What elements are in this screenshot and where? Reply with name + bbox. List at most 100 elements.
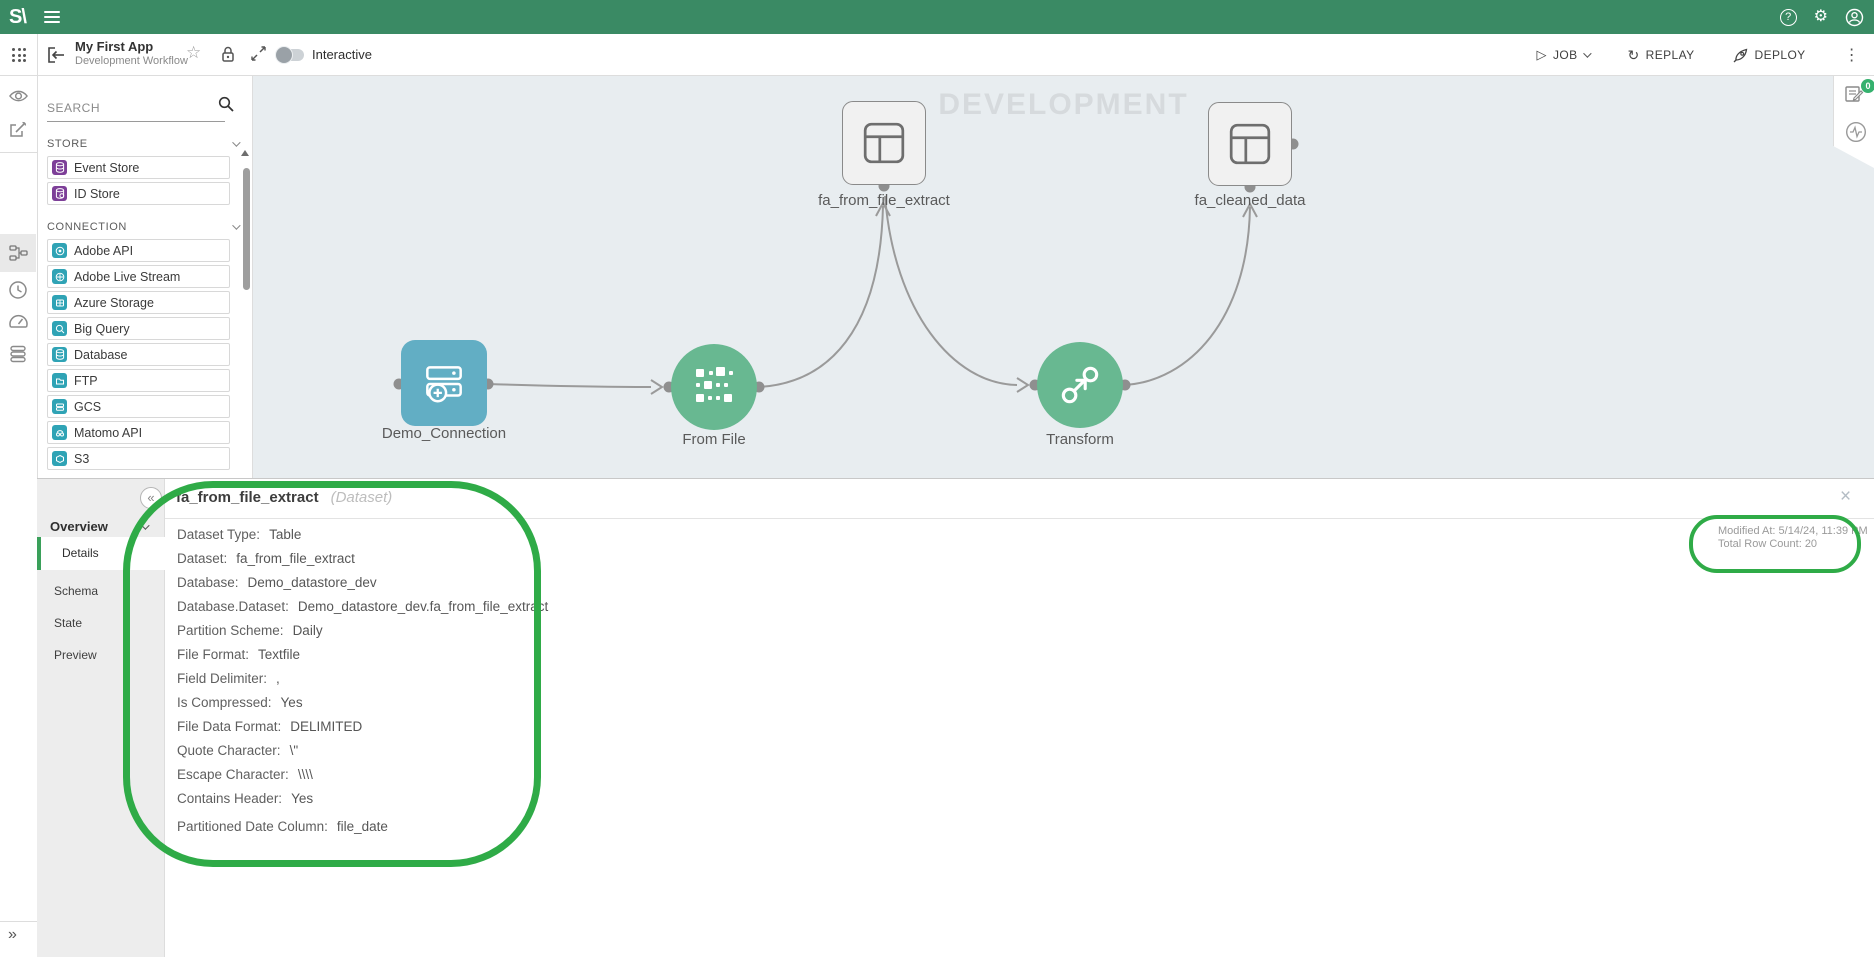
row-count-text: Total Row Count: 20 xyxy=(1718,538,1818,550)
node-from-file[interactable] xyxy=(671,344,757,430)
node-fa-cleaned-data[interactable] xyxy=(1208,102,1292,186)
store-database-icon xyxy=(52,160,67,175)
settings-gear-icon[interactable]: ⚙ xyxy=(1813,8,1828,25)
palette-item-adobe-live-stream[interactable]: Adobe Live Stream xyxy=(47,265,230,288)
account-icon[interactable] xyxy=(1845,8,1864,27)
dataset-meta-info: Modified At: 5/14/24, 11:39 PM Total Row… xyxy=(1718,525,1868,551)
palette-item-matomo-api[interactable]: Matomo API xyxy=(47,421,230,444)
node-fa-from-file-extract[interactable] xyxy=(842,101,926,185)
matomo-api-icon xyxy=(52,425,67,440)
detail-field: Dataset Type:Table xyxy=(177,527,302,542)
palette-item-s3[interactable]: S3 xyxy=(47,447,230,470)
expand-panel-icon[interactable]: » xyxy=(8,926,17,943)
palette-sidebar: STORE Event Store ID Store CONNECTION Ad… xyxy=(38,76,253,478)
transform-icon xyxy=(1061,366,1099,404)
lock-icon[interactable] xyxy=(220,45,236,63)
app-logo: S\ xyxy=(9,5,27,28)
app-title: My First App xyxy=(75,39,154,54)
favorite-star-icon[interactable]: ☆ xyxy=(186,43,202,62)
collapse-panel-icon[interactable]: « xyxy=(140,487,162,509)
search-input[interactable] xyxy=(47,98,225,122)
workflow-toolbar: My First App Development Workflow ☆ Inte… xyxy=(0,34,1874,76)
close-panel-icon[interactable]: × xyxy=(1840,486,1852,507)
palette-item-database[interactable]: Database xyxy=(47,343,230,366)
detail-field: Is Compressed:Yes xyxy=(177,695,303,710)
notes-badge: 0 xyxy=(1861,79,1874,93)
help-icon[interactable]: ? xyxy=(1779,8,1797,26)
detail-field: Database.Dataset:Demo_datastore_dev.fa_f… xyxy=(177,599,549,614)
monitor-gauge-icon[interactable] xyxy=(8,312,29,330)
gcs-server-icon xyxy=(52,399,67,414)
detail-field: Field Delimiter:, xyxy=(177,671,280,686)
scrollbar-thumb[interactable] xyxy=(243,168,250,290)
from-file-icon xyxy=(696,367,733,402)
tab-preview[interactable]: Preview xyxy=(54,648,97,662)
node-label: From File xyxy=(682,431,746,448)
palette-item-gcs[interactable]: GCS xyxy=(47,395,230,418)
panel-type-label: (Dataset) xyxy=(330,489,393,506)
table-icon xyxy=(863,122,905,164)
left-icon-rail: » xyxy=(0,76,37,957)
history-clock-icon[interactable] xyxy=(8,280,28,300)
more-options-kebab-icon[interactable]: ⋮ xyxy=(1843,47,1860,64)
detail-field: Partition Scheme:Daily xyxy=(177,623,323,638)
detail-field: Partitioned Date Column:file_date xyxy=(177,819,388,834)
workflow-canvas[interactable]: DEVELOPMENT fa_from_file_extract fa_clea… xyxy=(253,76,1874,478)
detail-field: Dataset:fa_from_file_extract xyxy=(177,551,355,566)
s3-bucket-icon xyxy=(52,451,67,466)
palette-item-ftp[interactable]: FTP xyxy=(47,369,230,392)
search-icon[interactable] xyxy=(218,96,234,112)
palette-item-azure-storage[interactable]: Azure Storage xyxy=(47,291,230,314)
adobe-api-icon xyxy=(52,243,67,258)
view-eye-icon[interactable] xyxy=(8,88,29,104)
job-button[interactable]: ▷ JOB xyxy=(1536,47,1593,63)
function-pulse-icon[interactable] xyxy=(1845,121,1867,143)
hamburger-menu-icon[interactable] xyxy=(43,8,60,26)
scrollbar-up-arrow[interactable] xyxy=(241,150,249,156)
rail-bottom-divider xyxy=(0,921,37,922)
detail-field: Quote Character:\" xyxy=(177,743,299,758)
palette-item-big-query[interactable]: Big Query xyxy=(47,317,230,340)
chevron-down-icon xyxy=(1583,49,1593,58)
replay-button[interactable]: ↻ REPLAY xyxy=(1627,46,1695,63)
workflow-title-block: My First App Development Workflow xyxy=(75,39,188,67)
node-demo-connection[interactable] xyxy=(401,340,487,426)
details-panel: « fa_from_file_extract(Dataset) × Overvi… xyxy=(37,478,1874,957)
palette-item-adobe-api[interactable]: Adobe API xyxy=(47,239,230,262)
tab-details[interactable]: Details xyxy=(37,537,165,570)
exit-workflow-icon[interactable] xyxy=(46,46,66,64)
ftp-folder-icon xyxy=(52,373,67,388)
palette-item-id-store[interactable]: ID Store xyxy=(47,182,230,205)
tab-schema[interactable]: Schema xyxy=(54,584,99,598)
detail-field: Escape Character:\\\\ xyxy=(177,767,313,782)
app-launcher-grid-icon[interactable] xyxy=(12,48,27,63)
azure-storage-icon xyxy=(52,295,67,310)
node-label: Demo_Connection xyxy=(381,425,507,442)
disconnect-icon[interactable] xyxy=(250,45,267,62)
edit-icon[interactable] xyxy=(8,120,28,140)
detail-field: File Data Format:DELIMITED xyxy=(177,719,363,734)
palette-item-event-store[interactable]: Event Store xyxy=(47,156,230,179)
replay-icon: ↻ xyxy=(1627,46,1640,63)
data-stack-icon[interactable] xyxy=(8,344,28,364)
panel-header-divider xyxy=(165,518,1874,519)
panel-title: fa_from_file_extract(Dataset) xyxy=(176,489,393,506)
node-label: fa_cleaned_data xyxy=(1194,192,1306,209)
section-header-connection[interactable]: CONNECTION xyxy=(47,221,241,233)
tab-state[interactable]: State xyxy=(54,616,83,630)
nav-group-overview[interactable]: Overview xyxy=(50,519,108,534)
detail-field: Database:Demo_datastore_dev xyxy=(177,575,377,590)
section-header-store[interactable]: STORE xyxy=(47,138,241,150)
detail-field: Contains Header:Yes xyxy=(177,791,314,806)
deploy-button[interactable]: DEPLOY xyxy=(1733,47,1806,63)
app-subtitle: Development Workflow xyxy=(75,55,188,67)
node-transform[interactable] xyxy=(1037,342,1123,428)
node-label: Transform xyxy=(1046,431,1114,448)
play-icon: ▷ xyxy=(1536,47,1547,62)
top-app-bar: S\ ? ⚙ xyxy=(0,0,1874,34)
pipeline-icon[interactable] xyxy=(8,244,29,262)
interactive-label: Interactive xyxy=(312,47,372,62)
interactive-toggle[interactable] xyxy=(276,47,304,63)
store-database-icon xyxy=(52,186,67,201)
notes-icon[interactable] xyxy=(1844,84,1864,104)
